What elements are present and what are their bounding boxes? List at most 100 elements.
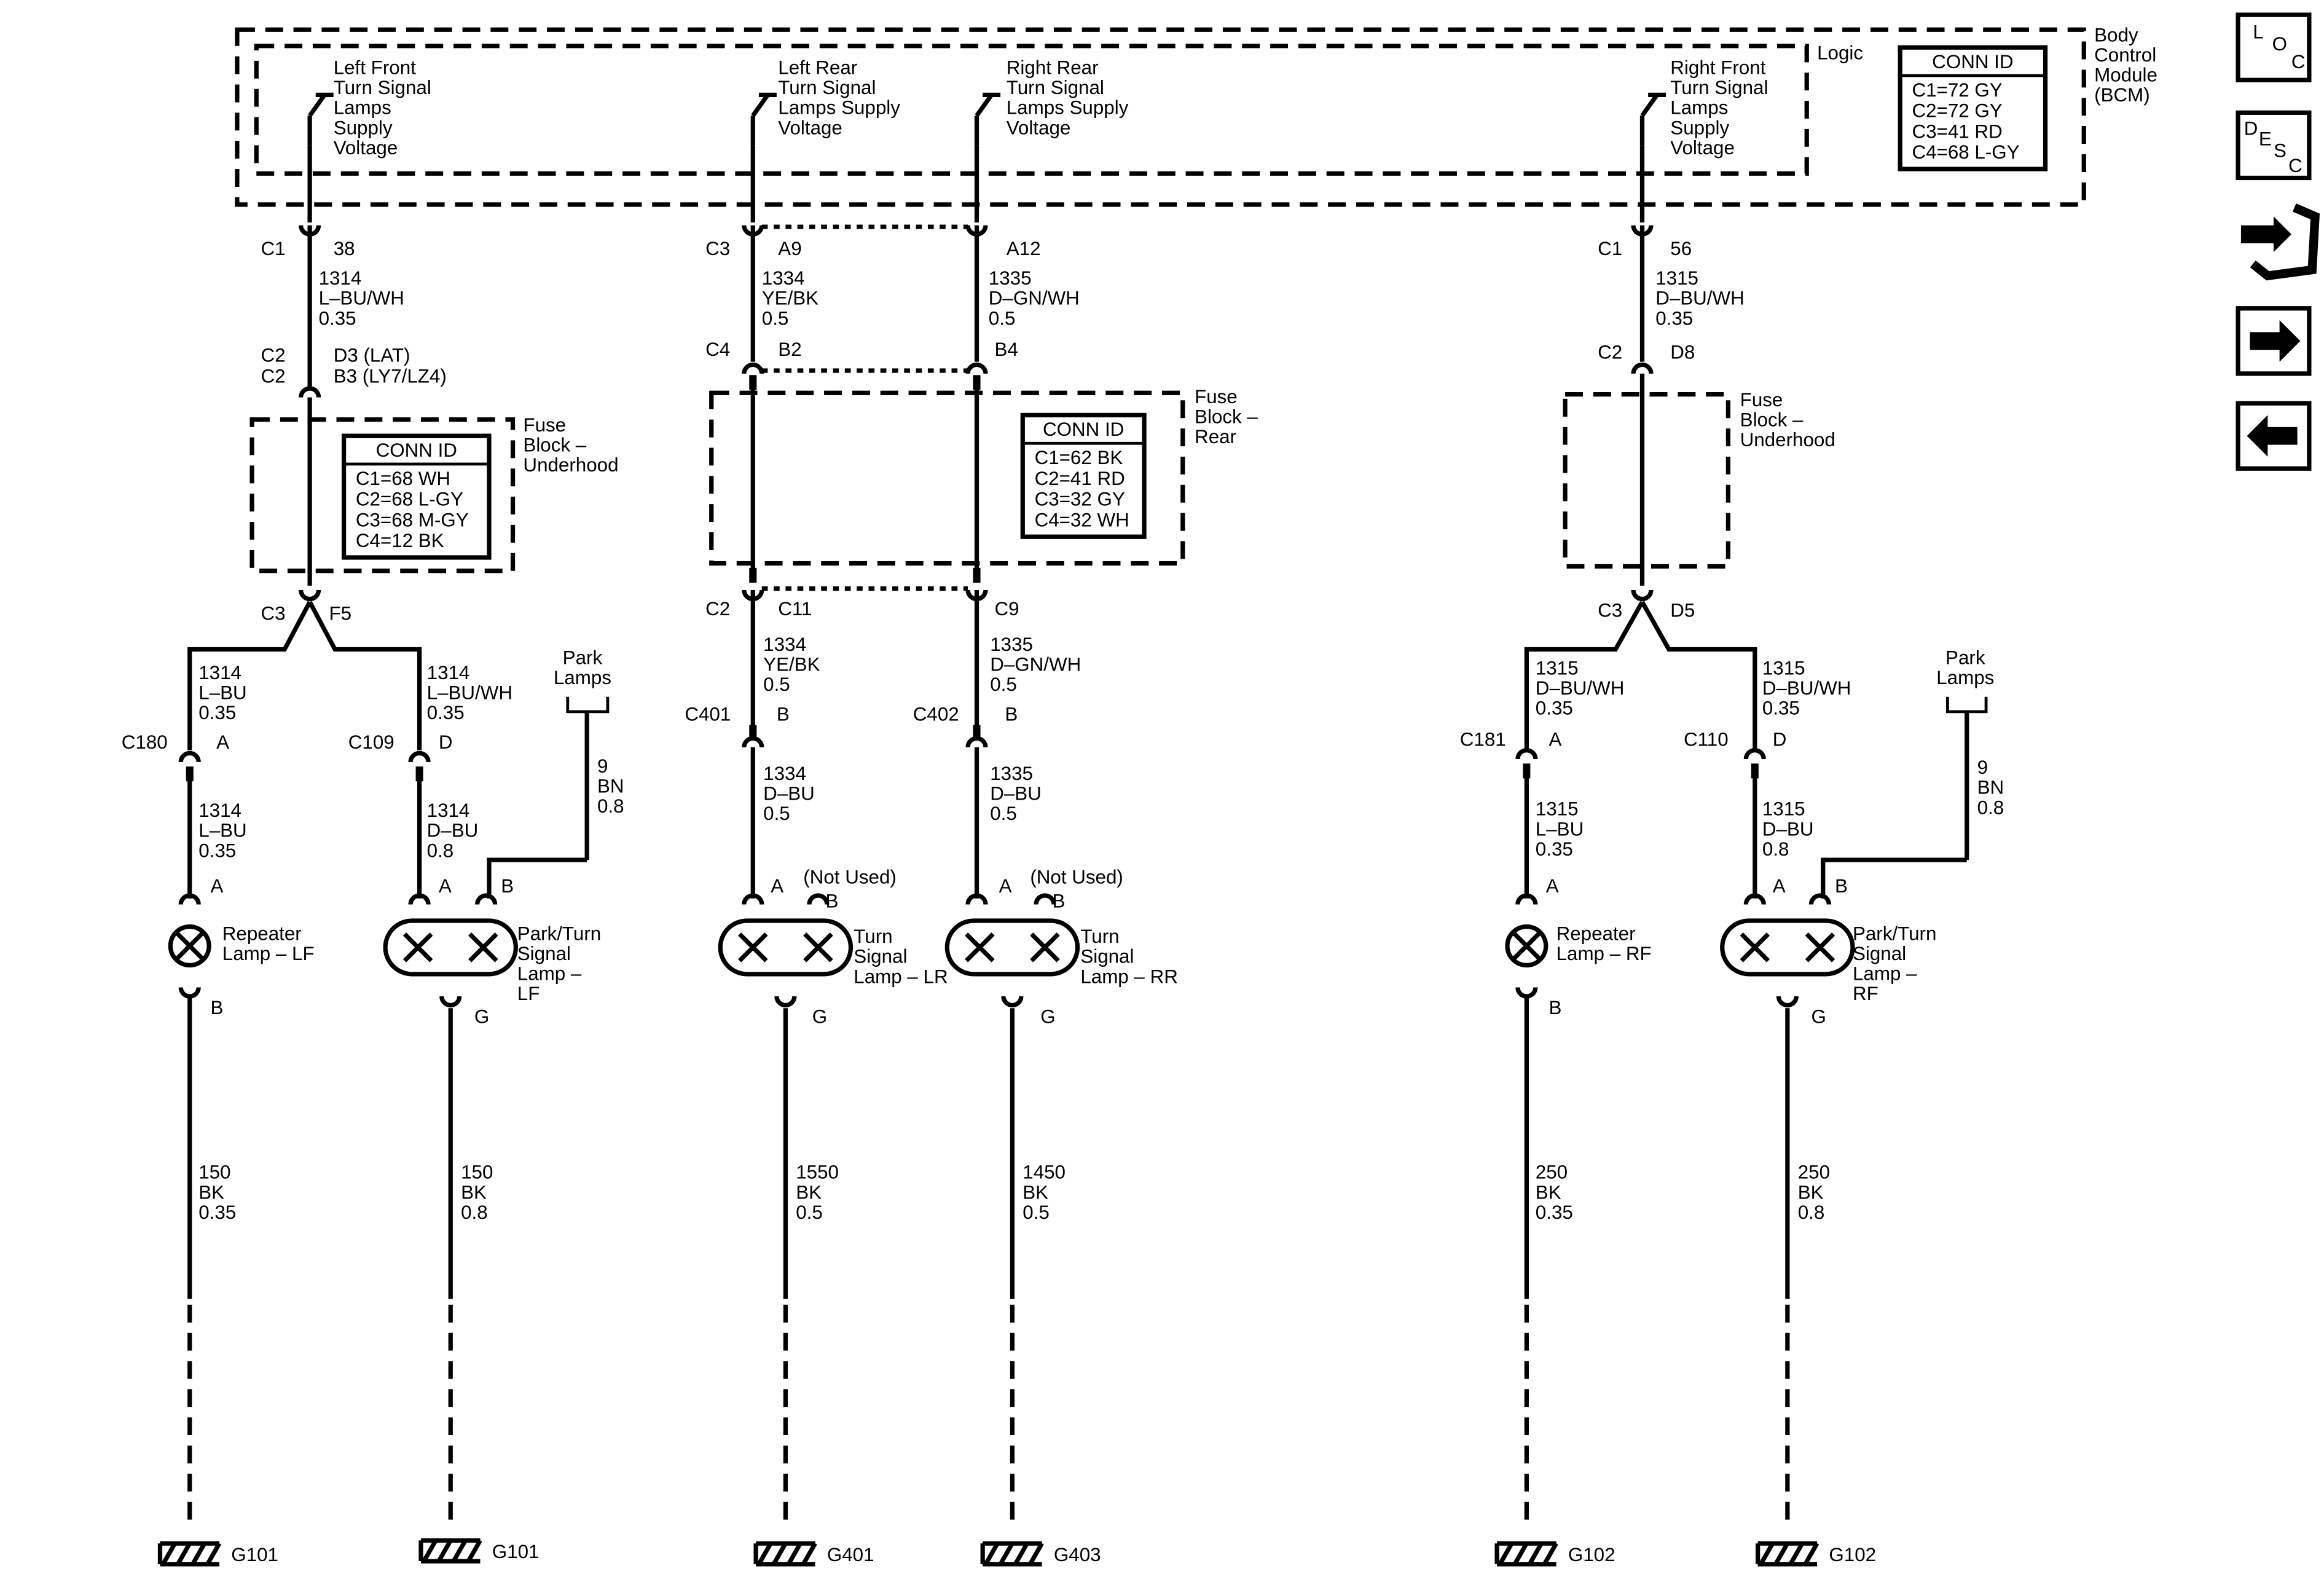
previous-page-button[interactable] bbox=[2236, 401, 2312, 471]
wire-label: 1335 bbox=[989, 267, 1032, 289]
connector-terminal bbox=[178, 987, 201, 999]
bcm-output-rr: Right Rear bbox=[1007, 57, 1099, 79]
logic-label: Logic bbox=[1817, 42, 1863, 63]
not-used-label: (Not Used) bbox=[803, 867, 897, 888]
lamp-pin: B bbox=[1549, 997, 1562, 1018]
connector-pin: B4 bbox=[994, 339, 1018, 360]
connector-id: C3 bbox=[705, 238, 730, 259]
ground-hatch bbox=[161, 1542, 177, 1565]
connector-id: C109 bbox=[348, 731, 395, 753]
lamp-filament bbox=[175, 931, 205, 961]
lamp-pin: A bbox=[999, 875, 1012, 897]
bcm-output-lr: Turn Signal bbox=[778, 77, 876, 98]
loc-letter: O bbox=[2272, 33, 2287, 55]
lamp-label: Lamp – bbox=[517, 963, 582, 984]
ground-hatch bbox=[771, 1542, 788, 1565]
connector-terminal bbox=[965, 893, 988, 905]
conn-id-entry: C4=12 BK bbox=[356, 530, 444, 551]
wire-label: 0.35 bbox=[1762, 698, 1800, 719]
fuse-block-name: Block – bbox=[1195, 406, 1258, 428]
connector-terminal bbox=[1743, 893, 1766, 905]
desc-button-frame[interactable] bbox=[2236, 110, 2312, 181]
conn-id-entry: C1=72 GY bbox=[1912, 79, 2002, 101]
dual-lamp-housing bbox=[1720, 918, 1855, 977]
conn-id-entry: C4=32 WH bbox=[1035, 509, 1129, 530]
ground-hatch bbox=[1512, 1542, 1529, 1565]
wire-label: 0.5 bbox=[990, 803, 1017, 824]
lamp-label: LF bbox=[517, 983, 540, 1004]
wire-path bbox=[487, 857, 587, 899]
fuse-block-conn-id bbox=[341, 433, 492, 560]
connector-terminal bbox=[178, 750, 201, 763]
connector-id: C2 bbox=[261, 345, 286, 366]
connector-pin: B bbox=[1005, 703, 1018, 725]
conn-id-entry: C2=68 L-GY bbox=[356, 489, 463, 510]
lamp-pin: A bbox=[439, 875, 452, 897]
fuse-block-name: Underhood bbox=[1740, 429, 1835, 451]
fuse-block-name: Fuse bbox=[1195, 386, 1238, 408]
park-lamps-label: Lamps bbox=[554, 667, 611, 688]
bcm-output-lf: Turn Signal bbox=[334, 77, 431, 98]
connector-pin bbox=[749, 567, 757, 583]
connector-pin bbox=[973, 725, 981, 740]
wire-label: 0.5 bbox=[763, 803, 790, 824]
loc-button[interactable]: LOC bbox=[2236, 12, 2312, 82]
connector-id: C3 bbox=[1598, 599, 1622, 621]
arrow-right-icon[interactable] bbox=[2250, 320, 2301, 362]
bcm-output-lr: Voltage bbox=[778, 117, 842, 138]
wire-path bbox=[1821, 857, 1967, 899]
lamp-label: Lamp – RR bbox=[1080, 966, 1178, 987]
bcm-output-lf: Supply bbox=[334, 117, 393, 138]
conn-id-entry: C2=41 RD bbox=[1035, 468, 1125, 489]
connector-pin: 56 bbox=[1670, 238, 1692, 259]
connector-id: C401 bbox=[685, 703, 731, 725]
lamp-label: Signal bbox=[517, 943, 571, 964]
connector-terminal bbox=[1034, 893, 1056, 905]
arrow-shape bbox=[2240, 216, 2291, 253]
connector-terminal bbox=[1515, 893, 1538, 905]
connector-terminal bbox=[1776, 996, 1799, 1008]
dual-lamp-housing bbox=[718, 918, 854, 977]
fuse-block-rear bbox=[709, 390, 1185, 566]
wire-label: 0.8 bbox=[1977, 797, 2004, 818]
wire-label: 0.5 bbox=[762, 307, 789, 329]
wire-label: 150 bbox=[198, 1162, 230, 1183]
conn-id-title: CONN ID bbox=[1043, 419, 1124, 440]
loc-button-frame[interactable] bbox=[2236, 12, 2312, 82]
wire-label: 1314 bbox=[319, 267, 362, 289]
lamp-label: Signal bbox=[1080, 946, 1134, 967]
wire-label: 9 bbox=[597, 755, 608, 777]
conn-id-entry: C4=68 L-GY bbox=[1912, 141, 2019, 163]
arrow-left-icon[interactable] bbox=[2247, 415, 2298, 457]
conn-id-entry: C1=68 WH bbox=[356, 468, 450, 489]
connector-pin: 38 bbox=[334, 238, 355, 259]
park-lamps-label: Lamps bbox=[1936, 667, 1994, 688]
connector-pin: A bbox=[216, 731, 229, 753]
lamp-filament bbox=[965, 932, 995, 963]
wire-label: 0.35 bbox=[198, 1202, 236, 1223]
switch-blade bbox=[975, 93, 994, 117]
bcm-output-lr: Lamps Supply bbox=[778, 97, 900, 119]
connector-pin: A9 bbox=[778, 238, 801, 259]
bcm-output-lr: Left Rear bbox=[778, 57, 857, 79]
lamp-label: Lamp – LF bbox=[222, 943, 315, 964]
connector-terminal bbox=[408, 893, 431, 905]
wire-label: 0.8 bbox=[597, 795, 624, 817]
fuse-block-name: Block – bbox=[523, 435, 586, 456]
wire-label: 1334 bbox=[763, 763, 806, 784]
wire-label: L–BU bbox=[198, 820, 246, 841]
ground-hatch bbox=[983, 1542, 1000, 1565]
bcm-output-rr: Voltage bbox=[1007, 117, 1071, 138]
dual-lamp-housing bbox=[383, 918, 518, 977]
bcm-name: Body bbox=[2094, 25, 2138, 46]
next-page-button[interactable] bbox=[2236, 306, 2312, 376]
wire-label: 1314 bbox=[427, 800, 470, 821]
ground-hatch bbox=[451, 1539, 468, 1562]
connector-terminal bbox=[1631, 362, 1654, 374]
wire-label: 1550 bbox=[796, 1162, 839, 1183]
connector-pin: B2 bbox=[778, 339, 801, 360]
connector-wrench-icon[interactable] bbox=[2240, 203, 2320, 281]
wire-label: BN bbox=[597, 775, 624, 797]
wire-label: 1314 bbox=[427, 662, 470, 683]
